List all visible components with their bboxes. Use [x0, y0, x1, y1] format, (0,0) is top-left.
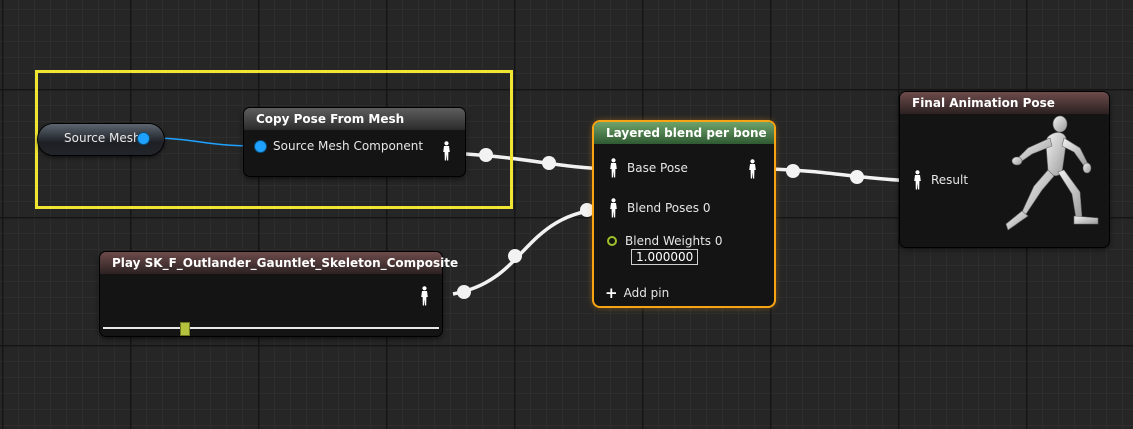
pose-output-pin-icon[interactable]	[442, 141, 451, 161]
wire-play-to-blend	[452, 206, 613, 296]
wire-knot	[457, 285, 471, 299]
source-mesh-component-label: Source Mesh Component	[273, 139, 424, 153]
blend-weights-value-input[interactable]: 1.000000	[631, 249, 699, 265]
running-mannequin-icon	[1005, 115, 1099, 231]
pose-output-pin-icon[interactable]	[420, 286, 429, 306]
wire-knot	[786, 164, 800, 178]
wire-knot	[508, 249, 522, 263]
playback-slider-track[interactable]	[103, 327, 439, 329]
wire-knot	[580, 203, 594, 217]
final-animation-pose-node[interactable]: Final Animation Pose Result	[900, 92, 1109, 247]
layered-blend-header: Layered blend per bone	[594, 122, 774, 144]
add-pin-label: Add pin	[623, 286, 670, 300]
copy-pose-header: Copy Pose From Mesh	[244, 108, 465, 130]
result-label: Result	[931, 173, 969, 187]
blend-poses-input-pin-icon[interactable]	[609, 198, 618, 218]
selection-comment-box[interactable]	[35, 70, 513, 209]
play-sequence-header: Play SK_F_Outlander_Gauntlet_Skeleton_Co…	[100, 252, 458, 274]
final-pose-header: Final Animation Pose	[900, 92, 1109, 114]
pose-output-pin-icon[interactable]	[748, 159, 757, 179]
source-mesh-node[interactable]: Source Mesh	[38, 124, 164, 155]
wire-blend-to-final	[771, 167, 916, 183]
blend-weights-input-pin[interactable]	[607, 236, 617, 246]
base-pose-label: Base Pose	[627, 161, 688, 175]
add-pin-button[interactable]: + Add pin	[605, 284, 669, 302]
blend-weights-label: Blend Weights 0	[625, 234, 723, 248]
wire-knot	[542, 156, 556, 170]
copy-pose-from-mesh-node[interactable]: Copy Pose From Mesh Source Mesh Componen…	[244, 108, 465, 176]
wire-knot	[850, 170, 864, 184]
playback-slider-handle[interactable]	[179, 322, 190, 336]
layered-blend-per-bone-node[interactable]: Layered blend per bone Base Pose Blend P…	[594, 122, 774, 306]
base-pose-input-pin-icon[interactable]	[609, 158, 618, 178]
blend-poses-label: Blend Poses 0	[627, 201, 711, 215]
result-input-pin-icon[interactable]	[913, 170, 922, 190]
source-mesh-output-pin[interactable]	[138, 133, 149, 144]
play-sequence-node[interactable]: Play SK_F_Outlander_Gauntlet_Skeleton_Co…	[100, 252, 458, 336]
source-mesh-component-pin[interactable]	[255, 140, 266, 152]
source-mesh-label: Source Mesh	[64, 131, 141, 145]
plus-icon: +	[605, 284, 618, 302]
